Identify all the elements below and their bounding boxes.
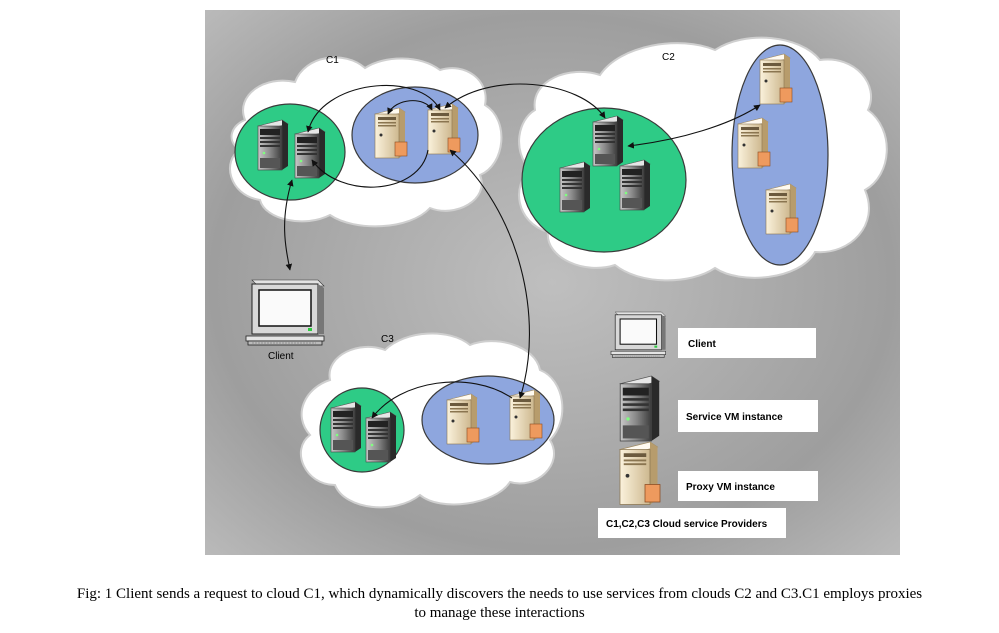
service-vm-icon (294, 127, 326, 179)
cloud-c2: C2 (518, 36, 888, 282)
c3-label: C3 (381, 334, 394, 345)
legend-proxy-label: Proxy VM instance (686, 482, 775, 493)
cloud-c3: C3 (299, 332, 564, 509)
proxy-vm-icon (374, 107, 408, 159)
proxy-vm-icon (765, 183, 799, 235)
legend-client-box (678, 328, 816, 358)
legend-providers-box (598, 508, 786, 538)
arrow-c1-to-c3 (449, 149, 530, 399)
proxy-vm-icon (759, 53, 793, 105)
arrow-c1-bottom (311, 149, 429, 188)
service-vm-icon (365, 411, 397, 463)
legend: Client Service VM instance Proxy VM inst… (598, 311, 818, 538)
service-vm-icon (257, 119, 289, 171)
legend-client-label: Client (688, 339, 716, 350)
legend-providers: C1,C2,C3 Cloud service Providers (598, 508, 786, 538)
c2-label: C2 (662, 52, 675, 63)
arrow-c1-top (306, 84, 441, 133)
proxy-vm-icon (446, 393, 480, 445)
arrow-c1-proxies (387, 100, 433, 115)
legend-service-box (678, 400, 818, 432)
service-vm-icon (330, 401, 362, 453)
client-label: Client (268, 351, 294, 362)
c1-label: C1 (326, 55, 339, 66)
service-vm-icon (592, 115, 624, 167)
caption-line-2: to manage these interactions (414, 605, 585, 621)
legend-providers-label: C1,C2,C3 Cloud service Providers (606, 519, 768, 530)
caption-line-1: Fig: 1 Client sends a request to cloud C… (76, 586, 923, 602)
legend-service-vm: Service VM instance (619, 375, 818, 442)
legend-proxy-vm: Proxy VM instance (619, 441, 818, 506)
figure-caption: Fig: 1 Client sends a request to cloud C… (0, 585, 999, 623)
service-vm-icon (619, 375, 660, 442)
arrow-c3-internal (371, 381, 513, 419)
interaction-arrows (284, 83, 761, 419)
service-vm-icon (619, 159, 651, 211)
legend-service-label: Service VM instance (686, 412, 783, 423)
service-vm-icon (559, 161, 591, 213)
client-computer: Client (245, 279, 325, 362)
arrow-c1-to-c2 (444, 83, 606, 119)
arrow-client-to-c1 (284, 179, 294, 271)
arrow-c2-internal (627, 104, 761, 149)
proxy-vm-icon (619, 441, 661, 506)
legend-proxy-box (678, 471, 818, 501)
proxy-vm-icon (737, 117, 771, 169)
c1-proxy-cluster (351, 86, 479, 184)
proxy-vm-icon (427, 103, 461, 155)
c2-proxy-cluster (731, 44, 829, 266)
proxy-vm-icon (509, 389, 543, 441)
legend-client: Client (610, 311, 816, 359)
